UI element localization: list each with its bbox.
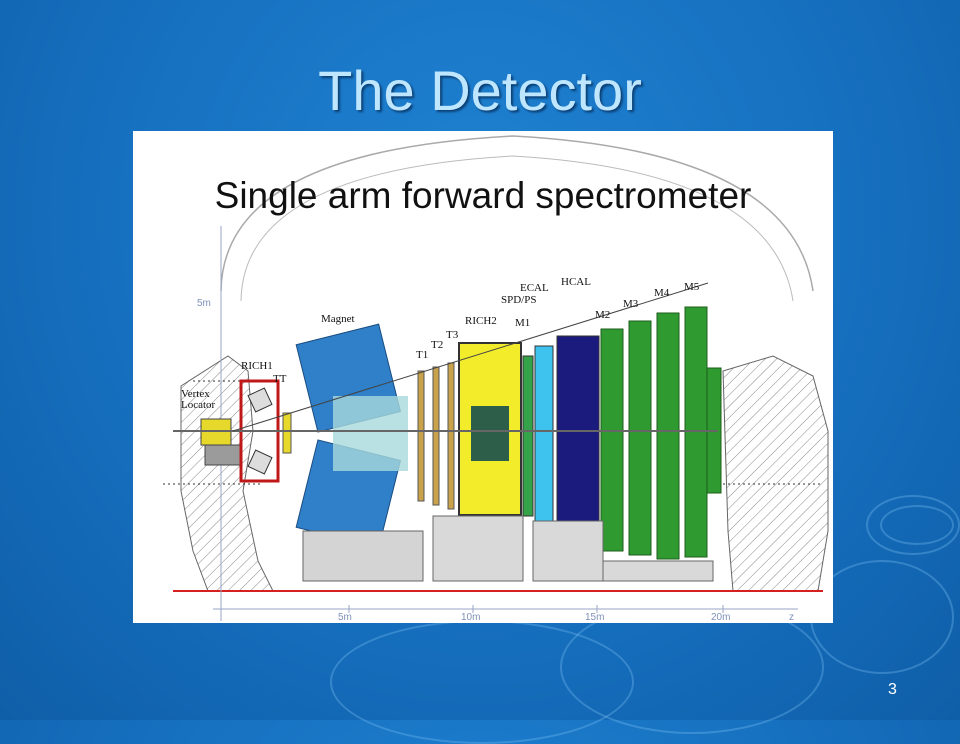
slide-title: The Detector <box>318 59 642 122</box>
t3-station <box>447 362 455 510</box>
magnet-core <box>333 396 408 471</box>
particle-track <box>232 282 709 432</box>
vertex-locator-support <box>204 444 242 466</box>
cavern-outline <box>220 135 814 292</box>
axis-label-x-15m: 15m <box>585 612 605 623</box>
axis-label-z: z <box>789 612 794 623</box>
axis-label-x-10m: 10m <box>461 612 481 623</box>
page-number: 3 <box>888 681 897 698</box>
ecal <box>534 345 554 522</box>
rich1-frame <box>239 379 280 483</box>
label-t3: T3 <box>446 329 459 341</box>
label-ecal: ECAL <box>520 282 549 294</box>
detector-support <box>532 520 604 582</box>
axis-label-x-20m: 20m <box>711 612 731 623</box>
magnet-support <box>302 530 424 582</box>
m2-station <box>600 328 624 552</box>
label-t2: T2 <box>431 339 444 351</box>
left-shielding <box>180 355 274 592</box>
right-shielding <box>722 355 829 592</box>
label-spd-ps: SPD/PS <box>501 294 537 306</box>
axis-label-x-5m: 5m <box>338 612 352 623</box>
label-hcal: HCAL <box>561 276 591 288</box>
label-magnet: Magnet <box>321 313 355 325</box>
label-rich2: RICH2 <box>465 315 497 327</box>
label-m3: M3 <box>623 298 639 310</box>
detector-support <box>602 560 714 582</box>
axis-label-y-5m: 5m <box>197 298 211 309</box>
ripple-decoration <box>866 495 960 555</box>
detector-support <box>432 515 524 582</box>
spd-ps <box>522 355 534 517</box>
figure-subtitle: Single arm forward spectrometer <box>214 175 752 216</box>
cavern-outline-inner <box>240 155 794 302</box>
detector-diagram <box>163 135 829 621</box>
tt-station <box>282 412 292 454</box>
detector-figure: Single arm forward spectrometer Vertex L… <box>133 131 833 623</box>
label-m2: M2 <box>595 309 611 321</box>
label-m1: M1 <box>515 317 531 329</box>
rich2-inner <box>471 406 509 461</box>
label-tt: TT <box>273 373 287 385</box>
label-m5: M5 <box>684 281 700 293</box>
label-t1: T1 <box>416 349 429 361</box>
t1-station <box>417 370 425 502</box>
label-rich1: RICH1 <box>241 360 273 372</box>
t2-station <box>432 366 440 506</box>
rich1-mirror <box>247 387 273 413</box>
m4-station <box>656 312 680 560</box>
label-vertex-locator: Vertex Locator <box>181 388 216 411</box>
rich1-mirror <box>247 449 273 475</box>
label-m4: M4 <box>654 287 670 299</box>
m3-station <box>628 320 652 556</box>
